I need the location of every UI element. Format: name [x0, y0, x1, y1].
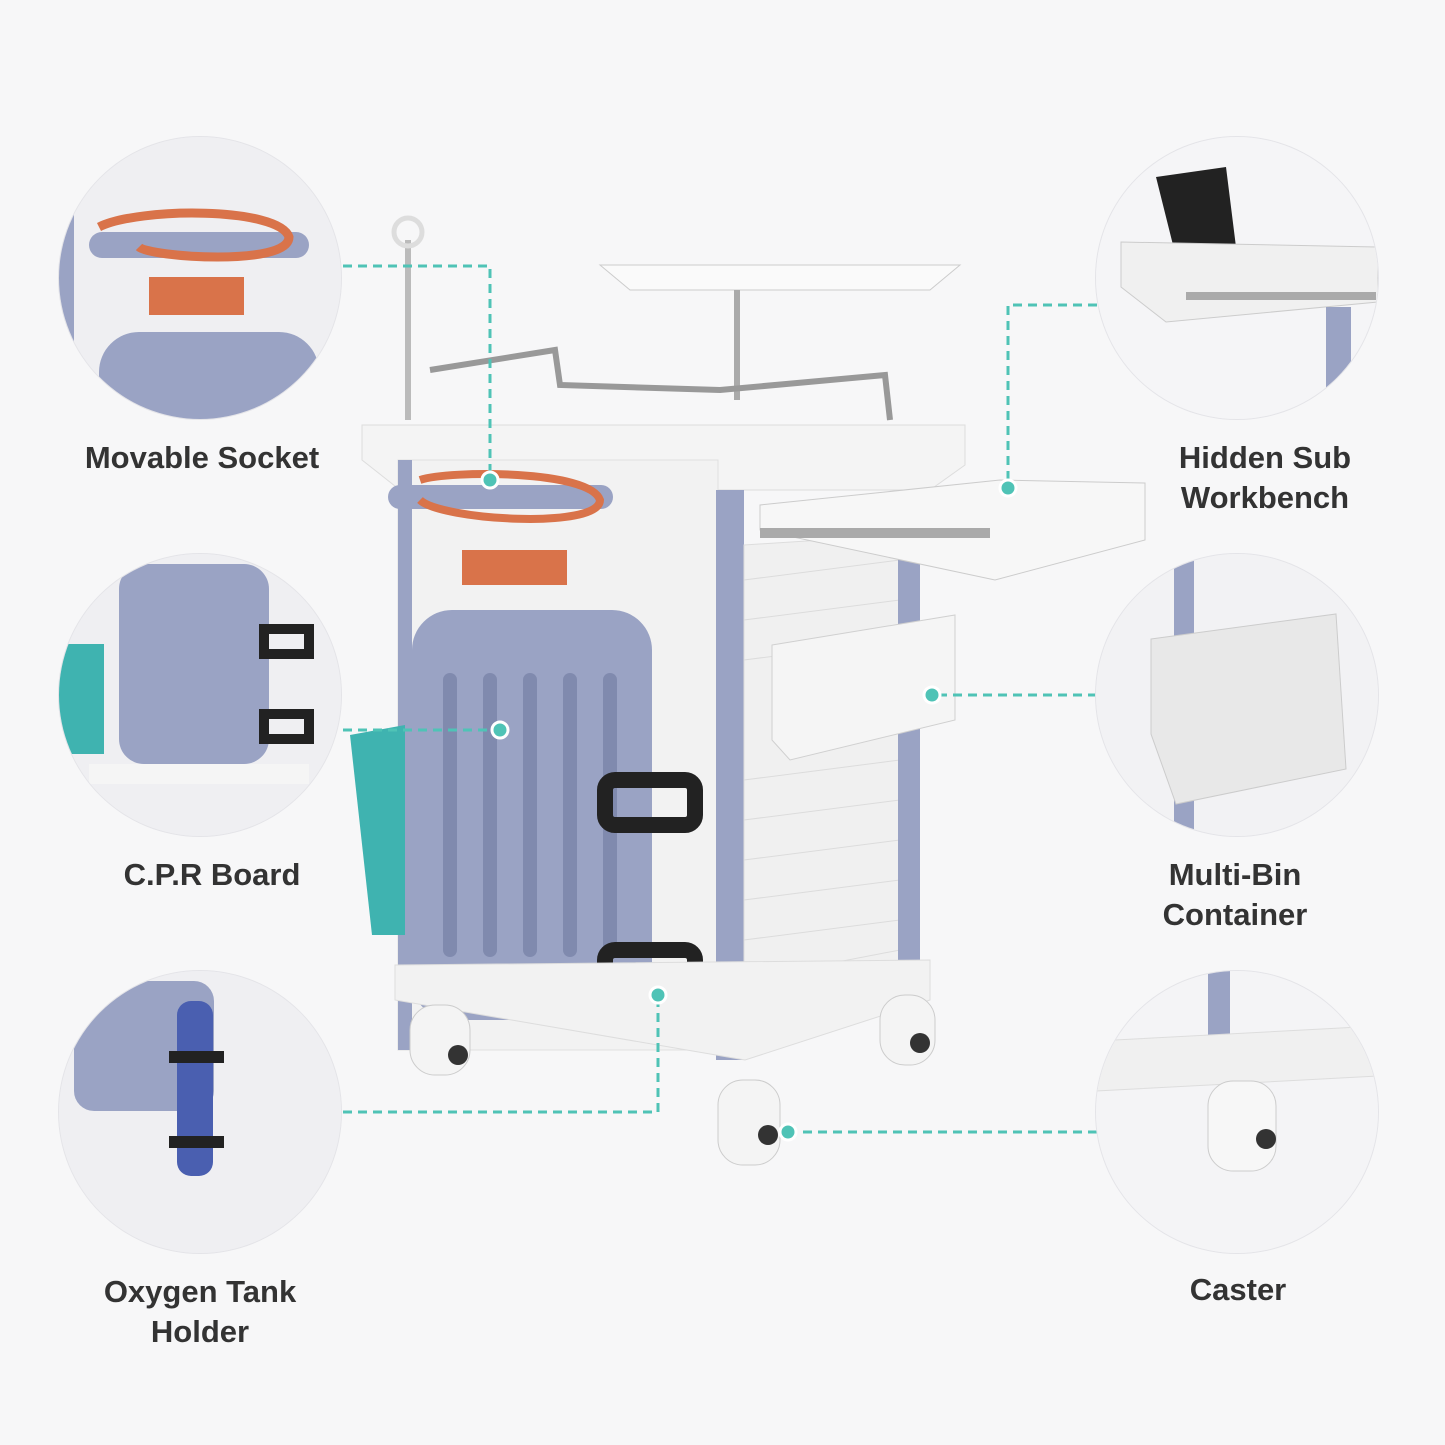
detail-hidden-sub-workbench: [1096, 137, 1378, 419]
detail-movable-socket: [59, 137, 341, 419]
label-caster: Caster: [1189, 1272, 1287, 1307]
label-movable-socket: Movable Socket: [84, 440, 320, 475]
label-line: Container: [1162, 897, 1308, 932]
label-line: Oxygen Tank: [103, 1274, 297, 1309]
detail-multi-bin-container: [1096, 554, 1378, 836]
label-cpr-board: C.P.R Board: [123, 857, 301, 892]
detail-oxygen-tank-holder: [59, 971, 341, 1253]
label-line: Holder: [150, 1314, 250, 1349]
label-line: Hidden Sub: [1178, 440, 1352, 475]
cart-illustration: [350, 215, 1146, 1166]
label-line: Workbench: [1180, 480, 1350, 515]
label-hidden-sub-workbench: Hidden Sub Workbench: [1095, 438, 1435, 518]
detail-caster: [1096, 971, 1378, 1253]
label-oxygen-tank-holder: Oxygen Tank Holder: [30, 1272, 370, 1352]
label-line: Multi-Bin: [1168, 857, 1302, 892]
callout-dots: [480, 470, 1018, 1142]
label-multi-bin-container: Multi-Bin Container: [1065, 855, 1405, 935]
callout-lines: [343, 264, 1097, 1134]
detail-cpr-board: [59, 554, 341, 836]
